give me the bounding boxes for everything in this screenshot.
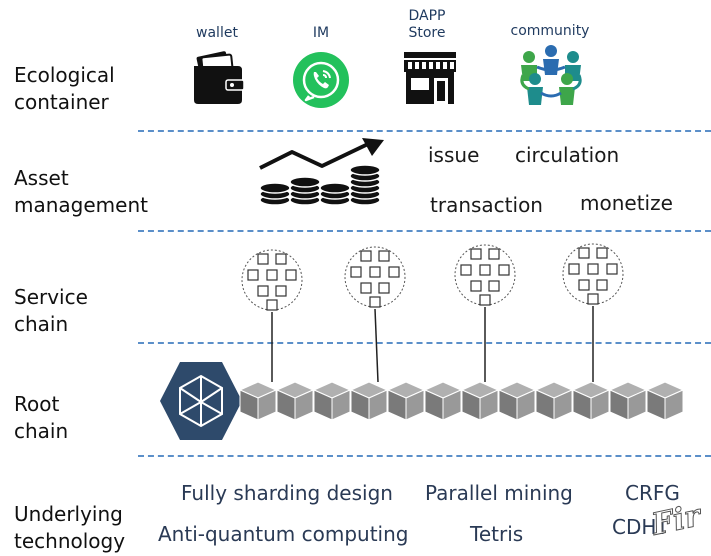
tech-fully-sharding-design: Fully sharding design [181, 481, 393, 505]
wallet-icon [194, 51, 245, 104]
tech-parallel-mining: Parallel mining [425, 481, 573, 505]
divider-4 [138, 455, 711, 457]
divider-1 [138, 130, 711, 132]
im-caption: IM [312, 25, 330, 41]
divider-3 [138, 342, 711, 344]
coin-stacks-growth-icon [259, 138, 384, 206]
layer-label-root-chain: Root chain [14, 392, 69, 443]
tech-anti-quantum-computing: Anti-quantum computing [158, 522, 409, 546]
layer-label-ecological-container: Ecological container [14, 63, 115, 114]
asset-function-transaction: transaction [430, 193, 543, 217]
service-chain-network-icon [562, 243, 624, 305]
tech-cdht: CDHT [612, 515, 669, 539]
root-chain-blocks [238, 381, 685, 421]
community-caption: community [510, 23, 590, 39]
asset-function-circulation: circulation [515, 143, 620, 167]
asset-function-issue: issue [428, 143, 480, 167]
asset-function-monetize: monetize [580, 191, 673, 215]
layer-label-underlying-technology: Underlying technology [14, 502, 126, 553]
layer-label-service-chain: Service chain [14, 285, 88, 336]
divider-2 [138, 230, 711, 232]
community-people-icon [520, 45, 582, 105]
tech-tetris: Tetris [470, 522, 524, 546]
phone-chat-icon [293, 52, 349, 108]
layer-label-asset-management: Asset management [14, 166, 148, 217]
service-chain-network-icon [344, 246, 406, 308]
service-chain-network-icon [454, 244, 516, 306]
wallet-caption: wallet [196, 25, 238, 41]
storefront-icon [404, 52, 456, 104]
root-chain-hexagon-icon [160, 362, 242, 440]
dapp-store-caption: DAPP Store [408, 8, 446, 41]
service-chain-network-icon [241, 249, 303, 311]
tech-crfg: CRFG [625, 481, 680, 505]
